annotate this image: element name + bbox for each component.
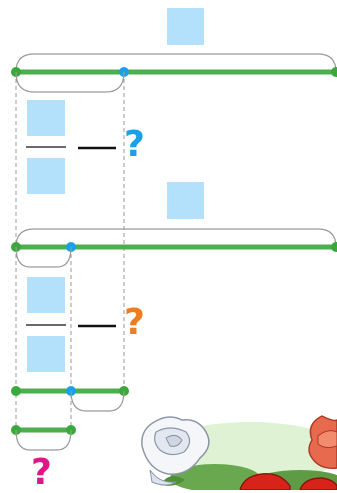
brace-top-2: [15, 228, 337, 248]
segment-1-end-point: [331, 67, 337, 77]
brace-bottom-1: [15, 71, 125, 93]
brace-bottom-2: [15, 246, 72, 268]
segment-3-start-point: [11, 386, 21, 396]
question-mark-1: ?: [124, 124, 145, 165]
brace-top-1: [15, 53, 337, 73]
brace-bottom-4: [15, 429, 72, 451]
segment-2-end-point: [331, 242, 337, 252]
brace-bottom-3: [70, 390, 125, 412]
fraction-1-numerator-box: [27, 100, 65, 136]
question-mark-3: ?: [31, 452, 52, 493]
question-mark-2: ?: [124, 302, 145, 343]
fraction-1-denominator-box: [27, 158, 65, 194]
fraction-2-numerator-box: [27, 277, 65, 313]
red-rose-icon: [239, 415, 337, 490]
guide-lines: [15, 72, 125, 432]
total-length-box-1: [167, 8, 204, 45]
fraction-2-denominator-box: [27, 336, 65, 372]
white-rose-icon: [141, 416, 210, 486]
total-length-box-2: [167, 182, 204, 219]
